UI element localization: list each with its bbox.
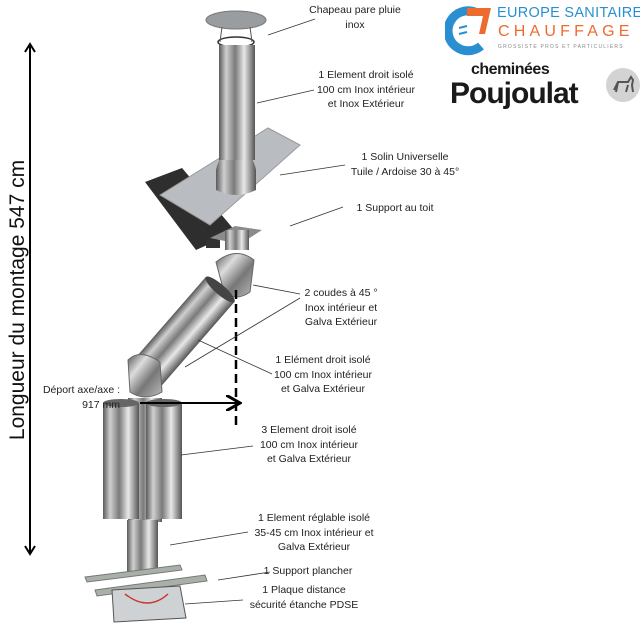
label-line: et Galva Extérieur (280, 383, 366, 395)
logo-text-chauffage: CHAUFFAGE (498, 23, 634, 40)
label-line: sécurité étanche PDSE (249, 598, 359, 611)
height-dimension-arrow (24, 42, 36, 556)
offset-label: Déport axe/axe : 917 mm (43, 383, 120, 412)
angled-insulated-pipe (133, 276, 235, 385)
leader-lines (169, 18, 346, 605)
label-line: 35-45 cm Inox intérieur et (254, 526, 374, 539)
chapeau-rain-cap (205, 10, 267, 48)
label-line: 1 Solin Universelle (361, 151, 449, 163)
label-line: 1 Support au toit (356, 202, 434, 214)
label-line: 3 Element droit isolé (261, 424, 357, 436)
label-plaque: 1 Plaque distance sécurité étanche PDSE (250, 583, 359, 612)
logo-text-europe-sanitaire: EUROPE SANITAIRE (497, 5, 640, 21)
label-line: inox (345, 18, 365, 31)
offset-label-line: Déport axe/axe : (42, 384, 120, 396)
label-line: Galva Extérieur (277, 541, 351, 553)
label-element-angle: 1 Elément droit isolé 100 cm Inox intérie… (274, 353, 372, 397)
label-line: 1 Elément droit isolé (275, 354, 371, 366)
label-line: 1 Plaque distance (262, 584, 346, 596)
label-line: 1 Element réglable isolé (257, 512, 371, 524)
cat-emblem-icon (606, 68, 640, 102)
label-support-plancher: 1 Support plancher (264, 564, 353, 579)
top-insulated-pipe (219, 45, 255, 160)
label-line: 100 cm Inox intérieur (259, 438, 359, 451)
height-dimension-label: Longueur du montage 547 cm (6, 159, 29, 441)
logo-text-cheminees: cheminées (471, 61, 550, 78)
label-line: 100 cm Inox intérieur (316, 83, 416, 96)
label-elements-3: 3 Element droit isolé 100 cm Inox intérie… (260, 423, 358, 467)
label-line: Tuile / Ardoise 30 à 45° (350, 165, 460, 178)
roof-support (206, 226, 262, 250)
label-line: 100 cm Inox intérieur (273, 368, 373, 381)
label-line: et Inox Extérieur (327, 98, 405, 110)
label-reglable: 1 Element réglable isolé 35-45 cm Inox in… (254, 511, 373, 555)
poujoulat-logo: cheminées Poujoulat (450, 62, 640, 112)
label-line: 1 Element droit isolé (318, 69, 414, 81)
label-chapeau: Chapeau pare pluie inox (309, 3, 401, 32)
label-line: Inox intérieur et (304, 301, 378, 314)
adjustable-pipe (127, 520, 158, 572)
label-line: et Galva Extérieur (266, 453, 352, 465)
logo-text-poujoulat: Poujoulat (450, 77, 579, 110)
label-element-top: 1 Element droit isolé 100 cm Inox intérie… (317, 68, 415, 112)
label-line: 2 coudes à 45 ° (304, 287, 378, 299)
label-line: Chapeau pare pluie (309, 4, 401, 16)
europe-sanitaire-logo: EUROPE SANITAIRE CHAUFFAGE GROSSISTE PRO… (445, 4, 640, 56)
label-coudes: 2 coudes à 45 ° Inox intérieur et Galva Ex… (304, 286, 377, 330)
europe-sanitaire-emblem-icon (445, 6, 491, 56)
logo-tagline: GROSSISTE PROS ET PARTICULIERS (498, 44, 624, 50)
label-line: 1 Support plancher (263, 565, 353, 577)
offset-label-value: 917 mm (82, 398, 120, 411)
pdse-plate (111, 585, 187, 623)
elbow-lower (127, 354, 163, 398)
label-line: Galva Extérieur (304, 316, 378, 328)
three-straight-pipes (103, 398, 182, 522)
label-support-toit: 1 Support au toit (356, 201, 433, 216)
